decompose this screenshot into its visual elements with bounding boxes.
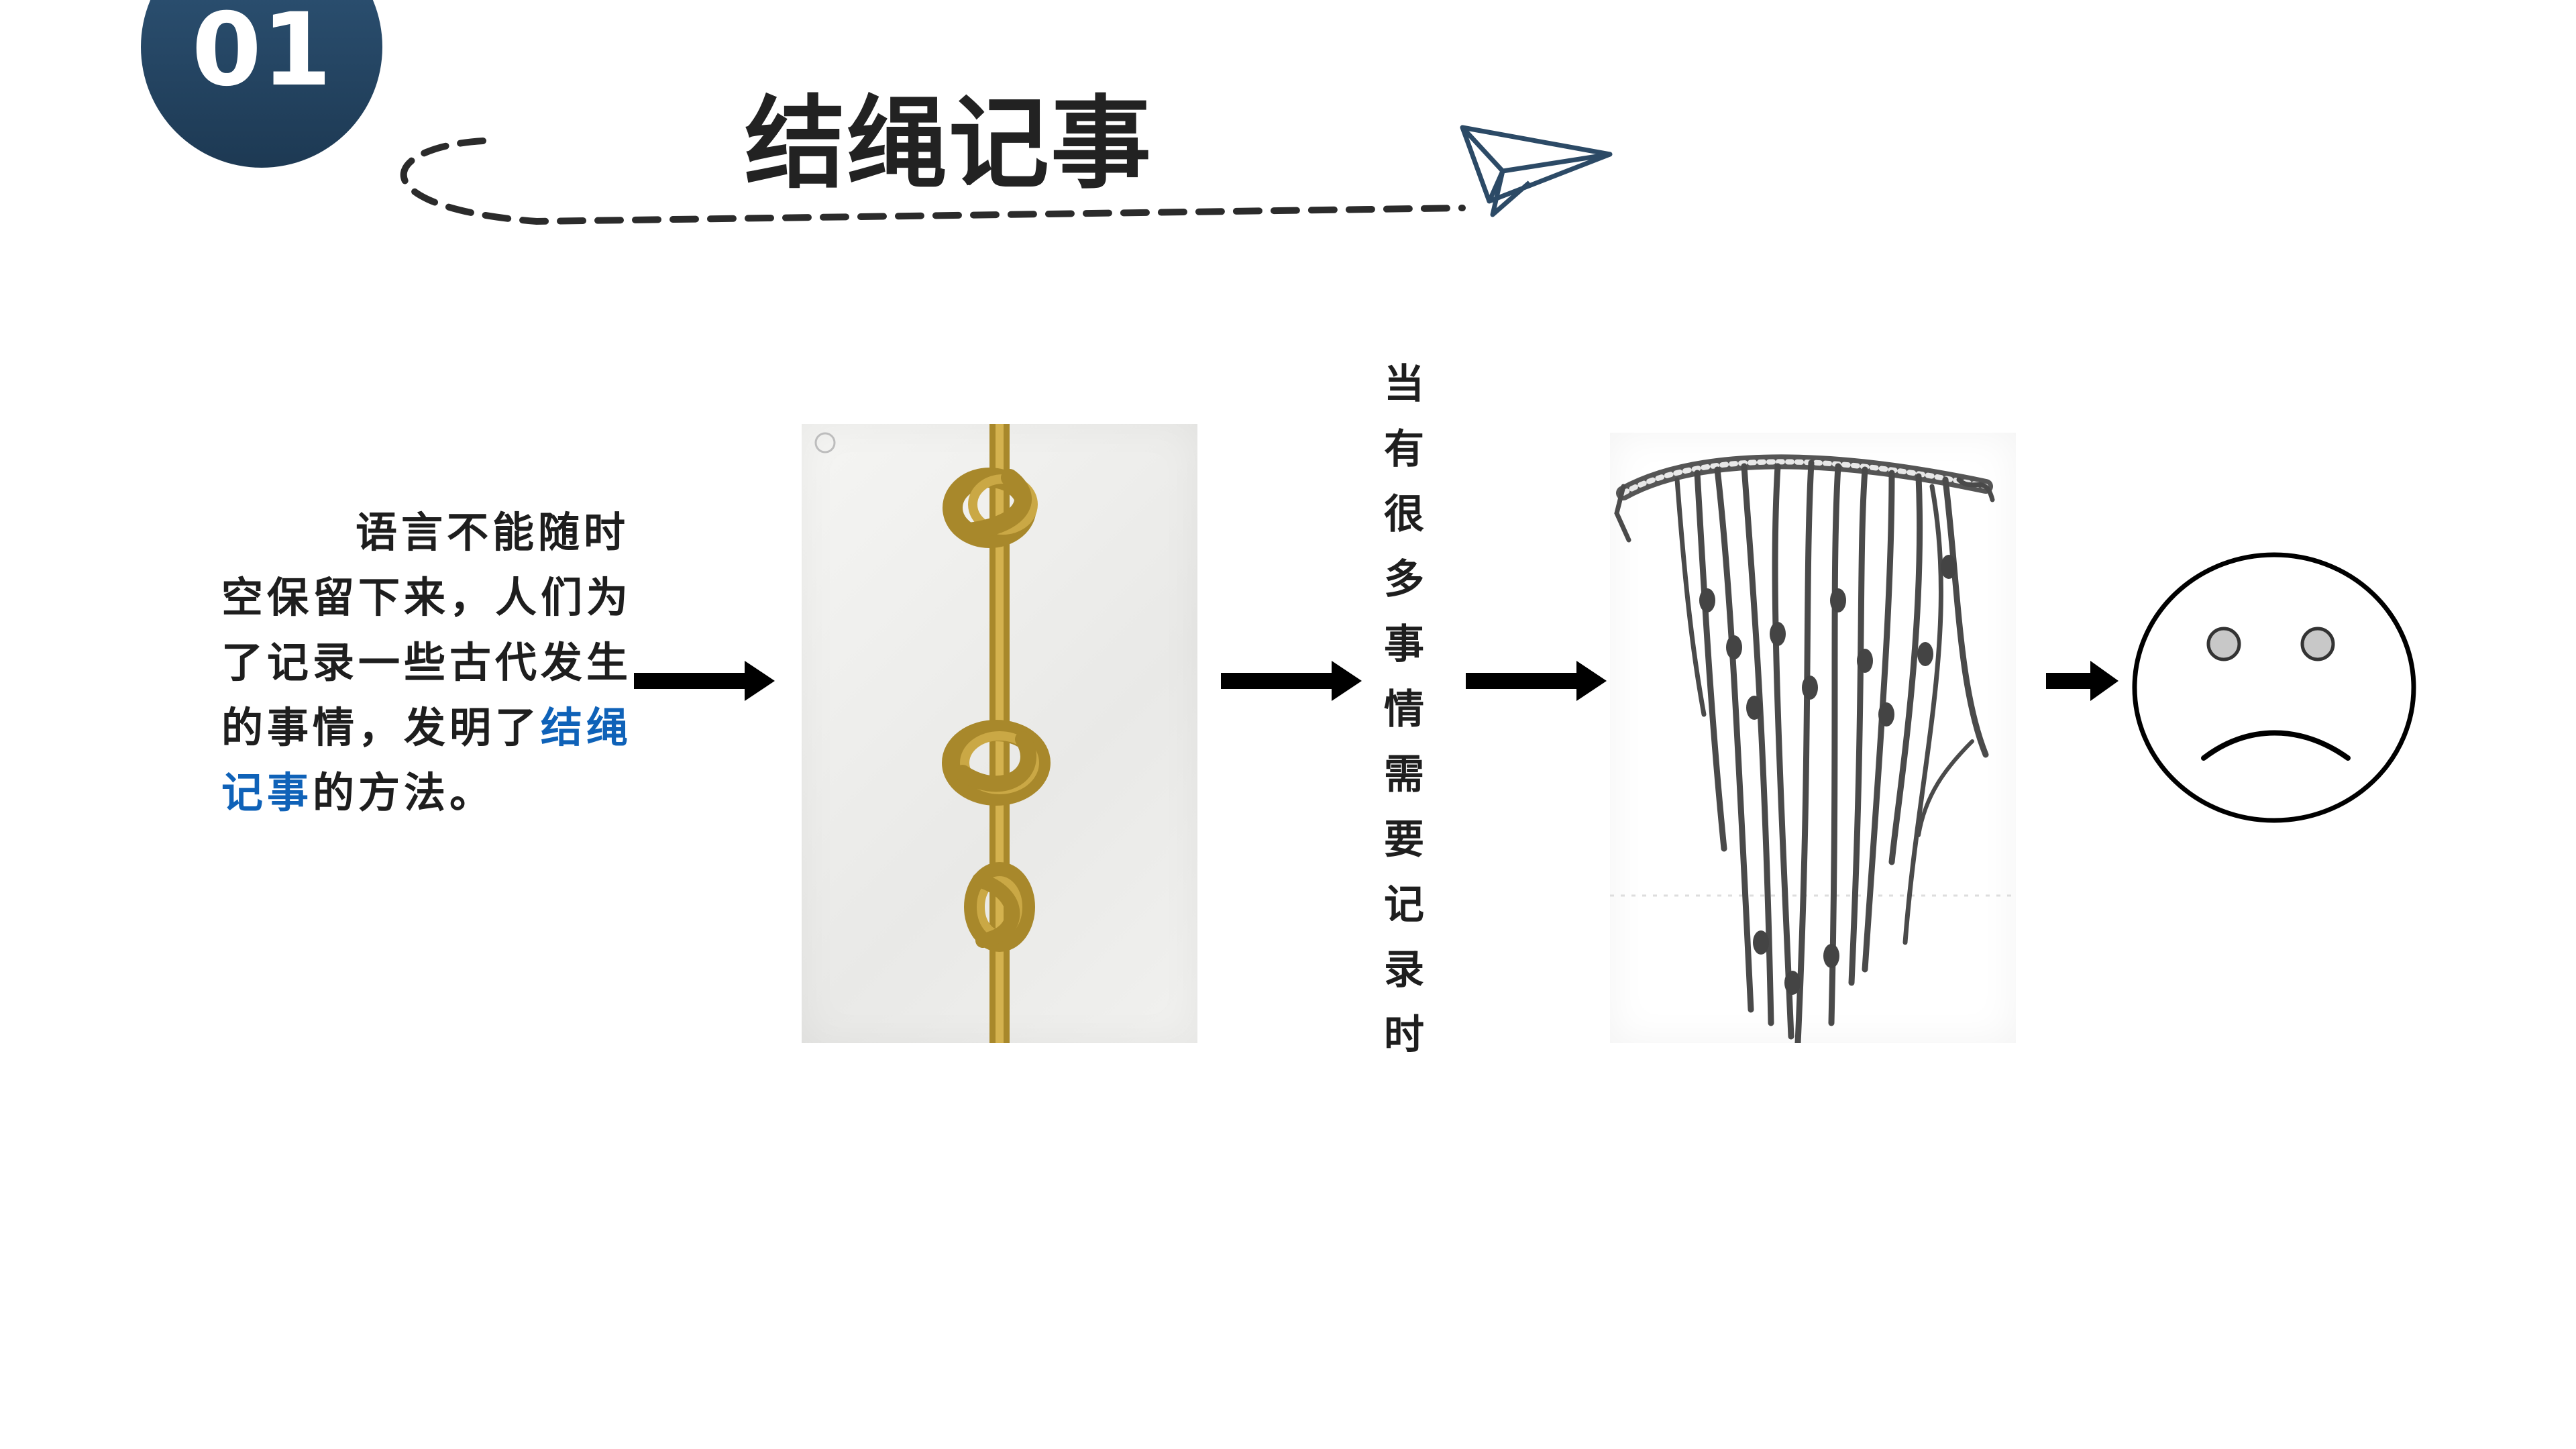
quipu-image: [1610, 433, 2016, 1046]
paragraph-highlight: 结绳记事: [221, 703, 633, 817]
arrow-right-icon: [2046, 661, 2118, 701]
page-title: 结绳记事: [745, 86, 1153, 203]
sad-face-icon: [2132, 552, 2416, 823]
section-number: 01: [191, 0, 332, 109]
knotted-rope-image: [802, 414, 1197, 1053]
knotted-rope-illustration: [814, 414, 1051, 1053]
vertical-caption: 当有很多事情需要记录时: [1384, 361, 1424, 1059]
dashed-flight-path: [400, 138, 1466, 225]
paper-plane-icon: [1460, 125, 1613, 217]
arrow-right-icon: [1221, 661, 1362, 701]
paragraph-text: 语言不能随时空保留下来，人们为了记录一些古代发生的事情，发明了: [221, 508, 633, 752]
intro-paragraph: 语言不能随时空保留下来，人们为了记录一些古代发生的事情，发明了结绳记事的方法。: [221, 500, 637, 825]
quipu-illustration: [1610, 454, 2016, 1046]
arrow-right-icon: [634, 661, 775, 701]
arrow-right-icon: [1466, 661, 1607, 701]
paragraph-text-end: 的方法。: [313, 768, 496, 817]
